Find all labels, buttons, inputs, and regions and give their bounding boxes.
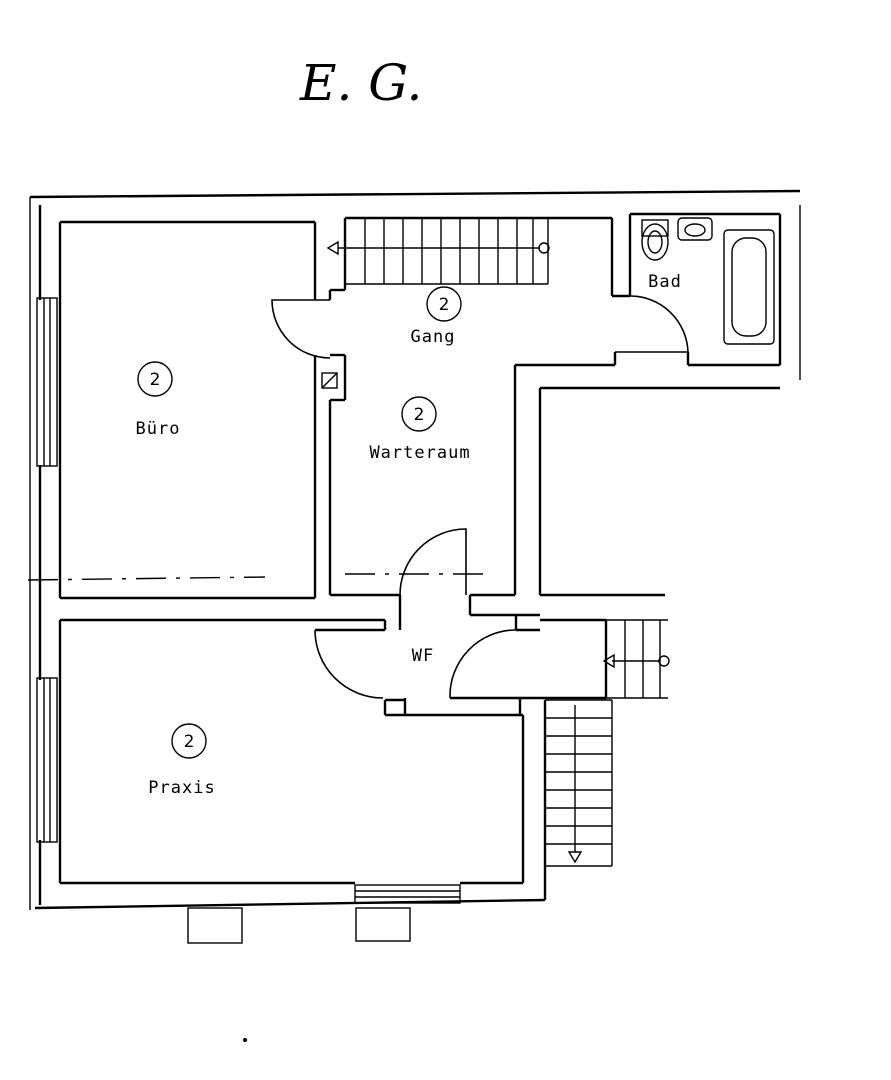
room-wf-label: WF [412, 646, 434, 666]
section-line [27, 573, 490, 581]
staircase-exterior [545, 699, 613, 867]
room-praxis-number: 2 [184, 732, 195, 752]
room-buro-label: Büro [136, 419, 181, 439]
room-gang: 2 Gang [411, 286, 462, 347]
staircase-entrance [602, 619, 670, 699]
room-wf: WF [412, 646, 434, 666]
room-buro-number: 2 [150, 370, 161, 390]
plan-title: E. G. [299, 54, 422, 112]
sink-icon [677, 217, 713, 241]
wall-buro-praxis [60, 596, 387, 632]
staircase-gang [326, 218, 550, 285]
room-warteraum-number: 2 [414, 405, 425, 425]
room-gang-number: 2 [439, 295, 450, 315]
door-bad [615, 295, 689, 353]
chimney-icon [321, 372, 338, 389]
room-praxis: 2 Praxis [148, 723, 215, 798]
window-praxis-south [354, 884, 461, 904]
room-praxis-label: Praxis [148, 778, 215, 798]
exterior-walls [29, 189, 801, 910]
wall-gang [328, 214, 780, 597]
exterior-box-left [187, 907, 243, 944]
door-praxis [314, 629, 384, 699]
bathroom [630, 205, 801, 380]
window-buro [36, 297, 58, 467]
room-warteraum-label: Warteraum [369, 443, 470, 463]
room-buro: 2 Büro [136, 361, 181, 439]
door-entrance [383, 595, 608, 717]
stray-dot [243, 1038, 247, 1042]
room-gang-label: Gang [411, 327, 456, 347]
toilet-icon [641, 219, 669, 261]
room-bad-label: Bad [648, 272, 682, 292]
door-warteraum [398, 528, 467, 630]
room-bad: Bad [648, 272, 682, 292]
bathtub-icon [723, 229, 775, 345]
door-buro [271, 299, 331, 359]
window-praxis [36, 677, 58, 843]
wall-buro-east [313, 222, 400, 598]
room-warteraum: 2 Warteraum [369, 396, 470, 463]
exterior-box-right [355, 907, 411, 942]
